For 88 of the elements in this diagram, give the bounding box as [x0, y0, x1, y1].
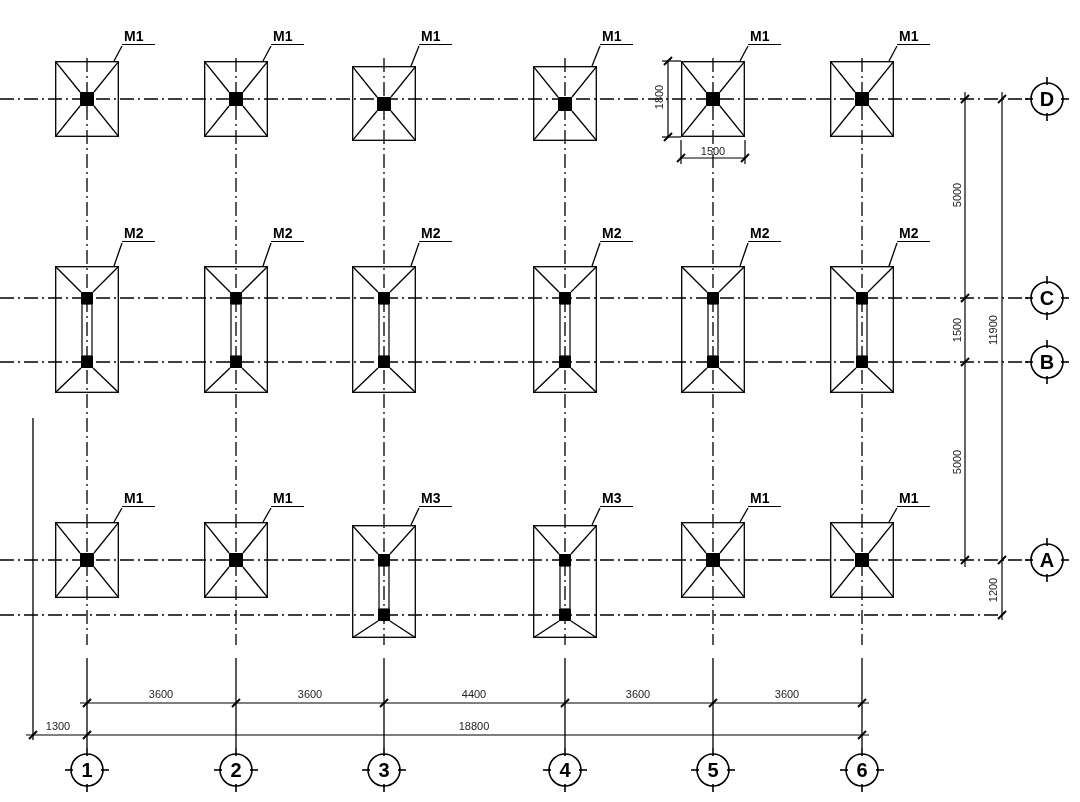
footing [204, 61, 268, 137]
footing [204, 522, 268, 598]
leader-line [739, 242, 749, 267]
axis-bubble [840, 748, 884, 792]
leader-line [591, 507, 601, 526]
dimension-text: 1300 [45, 720, 71, 732]
leader-line [113, 507, 123, 523]
dimension-text: 1500 [951, 317, 963, 343]
axis-label: 2 [229, 759, 243, 781]
dimension-text: 3600 [774, 688, 800, 700]
footing-mark: M1 [122, 29, 156, 45]
leader-line [410, 242, 420, 267]
leader-line [410, 45, 420, 67]
dimension-text: 4400 [461, 688, 487, 700]
dimension-text: 1800 [653, 84, 665, 110]
footing [681, 266, 745, 393]
axis-bubble [1025, 538, 1069, 582]
footing-mark: M2 [271, 226, 305, 242]
footing [533, 66, 597, 141]
dimension-text: 3600 [625, 688, 651, 700]
leader-line [113, 45, 123, 62]
axis-bubble [691, 748, 735, 792]
footing [352, 525, 416, 638]
dimension-text: 1200 [987, 577, 999, 603]
dimension-text: 5000 [951, 449, 963, 475]
footing [830, 266, 894, 393]
leader-line [888, 45, 898, 62]
footing-mark: M1 [748, 29, 782, 45]
footing-mark: M2 [122, 226, 156, 242]
axis-label: B [1038, 351, 1056, 373]
axis-label: 5 [706, 759, 720, 781]
footing [55, 61, 119, 137]
axis-label: A [1038, 549, 1056, 571]
axis-bubble [362, 748, 406, 792]
dimension-text: 5000 [951, 182, 963, 208]
footing-mark: M3 [419, 491, 453, 507]
footing-mark: M2 [897, 226, 931, 242]
leader-line [262, 45, 272, 62]
dimension-text: 18800 [458, 720, 490, 732]
leader-line [262, 507, 272, 523]
leader-line [888, 242, 898, 267]
axis-bubble [214, 748, 258, 792]
axis-label: 4 [558, 759, 572, 781]
footing-mark: M1 [419, 29, 453, 45]
dimension-text: 3600 [297, 688, 323, 700]
axis-bubble [1025, 340, 1069, 384]
dimension-text: 3600 [148, 688, 174, 700]
axis-bubble [1025, 77, 1069, 121]
footing-mark: M1 [748, 491, 782, 507]
dimension-text: 11900 [987, 315, 999, 345]
footing [55, 522, 119, 598]
axis-label: 6 [855, 759, 869, 781]
footing-mark: M1 [897, 491, 931, 507]
footing [830, 61, 894, 137]
axis-label: 3 [377, 759, 391, 781]
footing [352, 266, 416, 393]
footing-mark: M1 [122, 491, 156, 507]
footing-mark: M1 [897, 29, 931, 45]
leader-line [113, 242, 123, 267]
footing-mark: M2 [600, 226, 634, 242]
footing [681, 61, 745, 137]
footing-mark: M1 [600, 29, 634, 45]
footing [533, 525, 597, 638]
leader-line [591, 45, 601, 67]
axis-bubble [1025, 276, 1069, 320]
leader-line [888, 507, 898, 523]
footing [55, 266, 119, 393]
footing-mark: M1 [271, 29, 305, 45]
leader-line [739, 507, 749, 523]
axis-bubble [543, 748, 587, 792]
leader-line [739, 45, 749, 62]
footing [830, 522, 894, 598]
leader-line [410, 507, 420, 526]
axis-bubble [65, 748, 109, 792]
footing-mark: M1 [271, 491, 305, 507]
axis-label: C [1038, 287, 1056, 309]
footing-mark: M2 [748, 226, 782, 242]
dimension-text: 1500 [700, 145, 726, 157]
footing [204, 266, 268, 393]
footing-mark: M3 [600, 491, 634, 507]
axis-label: D [1038, 88, 1056, 110]
leader-line [262, 242, 272, 267]
footing [533, 266, 597, 393]
leader-line [591, 242, 601, 267]
footing [681, 522, 745, 598]
footing-mark: M2 [419, 226, 453, 242]
footing [352, 66, 416, 141]
axis-label: 1 [80, 759, 94, 781]
